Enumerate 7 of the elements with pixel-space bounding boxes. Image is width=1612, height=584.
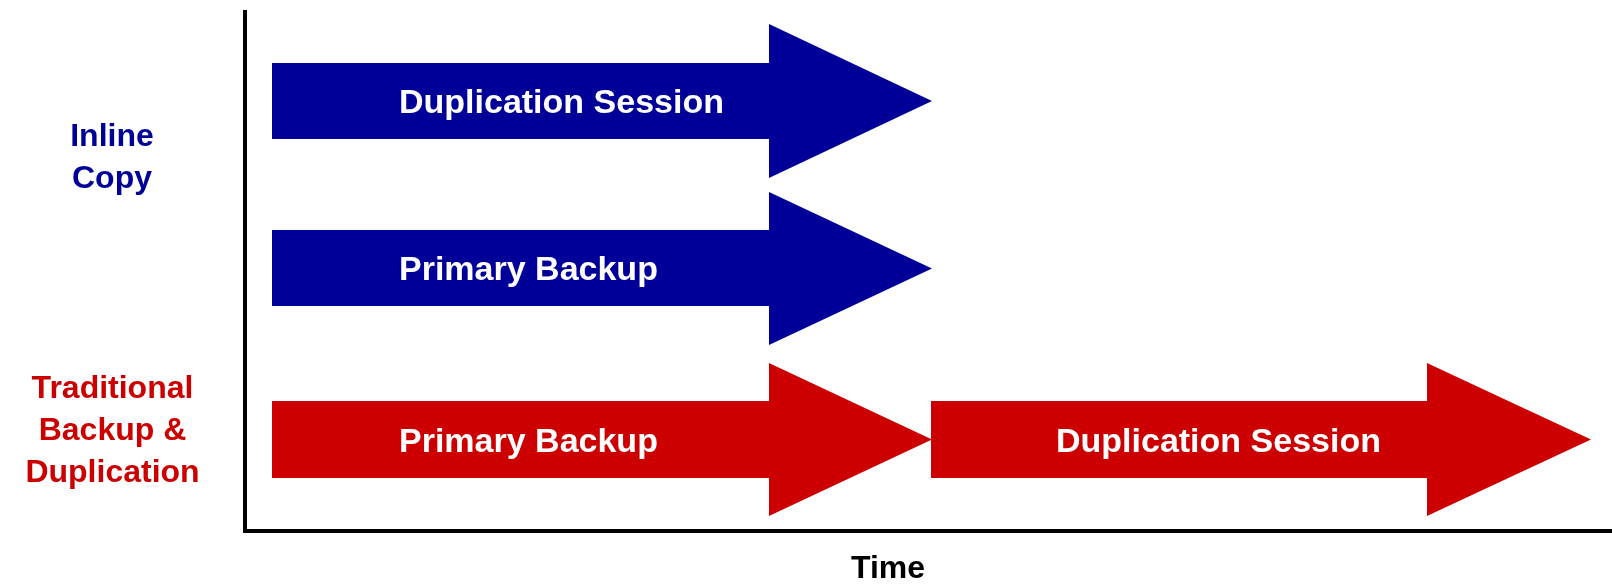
row-label: Inline Copy [69, 116, 155, 197]
row-label: Traditional Backup & Duplication [24, 368, 201, 491]
axis-title: Time [849, 548, 927, 584]
arrow-label: Primary Backup [399, 248, 658, 288]
arrow-label: Primary Backup [399, 419, 658, 460]
arrow-label: Duplication Session [399, 81, 724, 121]
arrow-label: Duplication Session [1056, 419, 1381, 460]
